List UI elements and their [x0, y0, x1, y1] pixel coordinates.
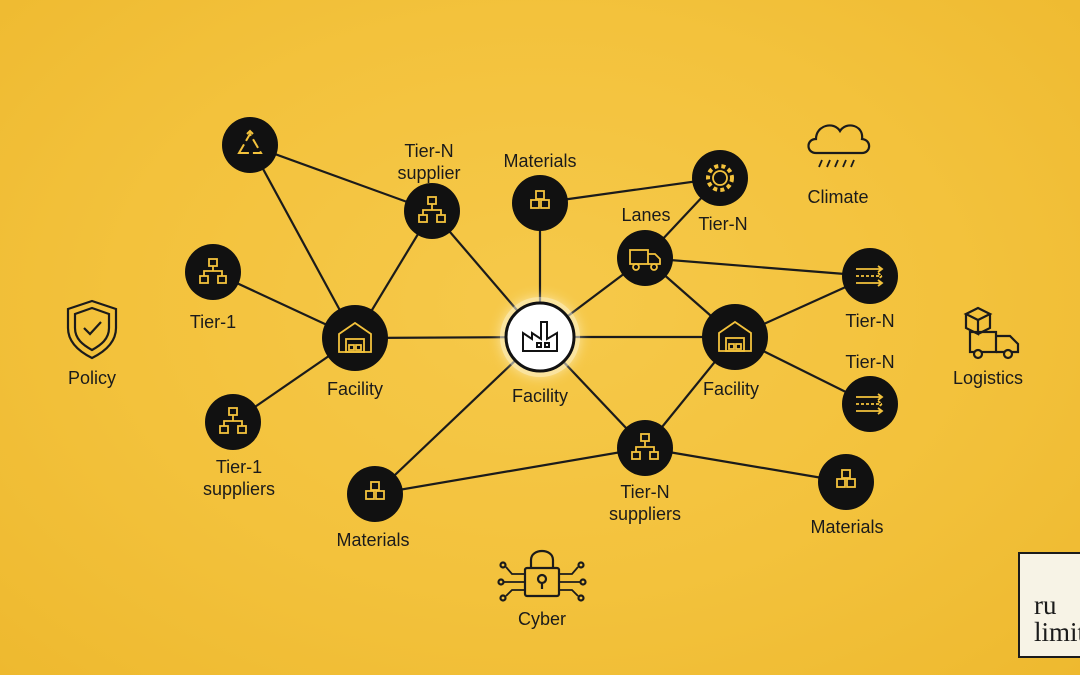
- hierarchy-icon: [199, 258, 227, 284]
- warehouse-icon: [718, 320, 752, 352]
- tier1-node[interactable]: [185, 244, 241, 300]
- tier1-label: Tier-1: [189, 312, 237, 332]
- facility-left-label: Facility: [326, 379, 384, 399]
- recycle-triangle-icon: [237, 129, 263, 154]
- flow-arrows-icon: [856, 265, 884, 287]
- tier1-suppliers-label: Tier-1 suppliers: [202, 457, 276, 499]
- tierN-suppliers-bottom-label: Tier-N suppliers: [608, 482, 682, 524]
- flow-arrows-icon: [856, 393, 884, 415]
- materials-bottom-left-node[interactable]: [347, 466, 403, 522]
- facility-left-node[interactable]: [322, 305, 388, 371]
- shield-check-icon: [66, 299, 118, 360]
- climate-label: Climate: [807, 187, 869, 207]
- cyber-label: Cyber: [517, 609, 567, 629]
- tierN-supplier-label: Tier-N supplier: [397, 141, 461, 183]
- policy-label: Policy: [67, 368, 117, 388]
- tier1-suppliers-node[interactable]: [205, 394, 261, 450]
- warehouse-icon: [338, 321, 372, 353]
- delivery-truck-icon: [963, 306, 1020, 360]
- brand-logo: ru limit: [1018, 552, 1080, 658]
- tierN-gear-node[interactable]: [692, 150, 748, 206]
- recycle-node[interactable]: [222, 117, 278, 173]
- rain-cloud-icon: [807, 124, 871, 168]
- tierN-right-1-label: Tier-N: [845, 311, 895, 331]
- boxes-hierarchy-icon: [631, 433, 659, 460]
- factory-icon: [522, 321, 558, 352]
- materials-right-label: Materials: [810, 517, 884, 537]
- materials-right-node[interactable]: [818, 454, 874, 510]
- boxes-hierarchy-icon: [219, 407, 247, 434]
- logistics-label: Logistics: [952, 368, 1024, 388]
- brand-line-1: ru: [1034, 590, 1057, 620]
- brand-line-2: limit: [1034, 617, 1080, 647]
- boxes-hierarchy-icon: [418, 196, 446, 223]
- tierN-right-2-node[interactable]: [842, 376, 898, 432]
- facility-center-label: Facility: [511, 386, 569, 406]
- gear-icon: [706, 164, 734, 192]
- materials-top-label: Materials: [503, 151, 577, 171]
- tierN-supplier-node[interactable]: [404, 183, 460, 239]
- facility-center-node[interactable]: [500, 297, 580, 377]
- tierN-right-1-node[interactable]: [842, 248, 898, 304]
- facility-right-label: Facility: [702, 379, 760, 399]
- facility-right-node[interactable]: [702, 304, 768, 370]
- tierN-gear-label: Tier-N: [698, 214, 748, 234]
- lanes-label: Lanes: [621, 205, 671, 225]
- circuit-lock-icon: [497, 549, 587, 602]
- tierN-suppliers-bottom-node[interactable]: [617, 420, 673, 476]
- materials-top-node[interactable]: [512, 175, 568, 231]
- lanes-node[interactable]: [617, 230, 673, 286]
- materials-bottom-left-label: Materials: [336, 530, 410, 550]
- truck-icon: [629, 249, 661, 271]
- tierN-right-2-label: Tier-N: [845, 352, 895, 372]
